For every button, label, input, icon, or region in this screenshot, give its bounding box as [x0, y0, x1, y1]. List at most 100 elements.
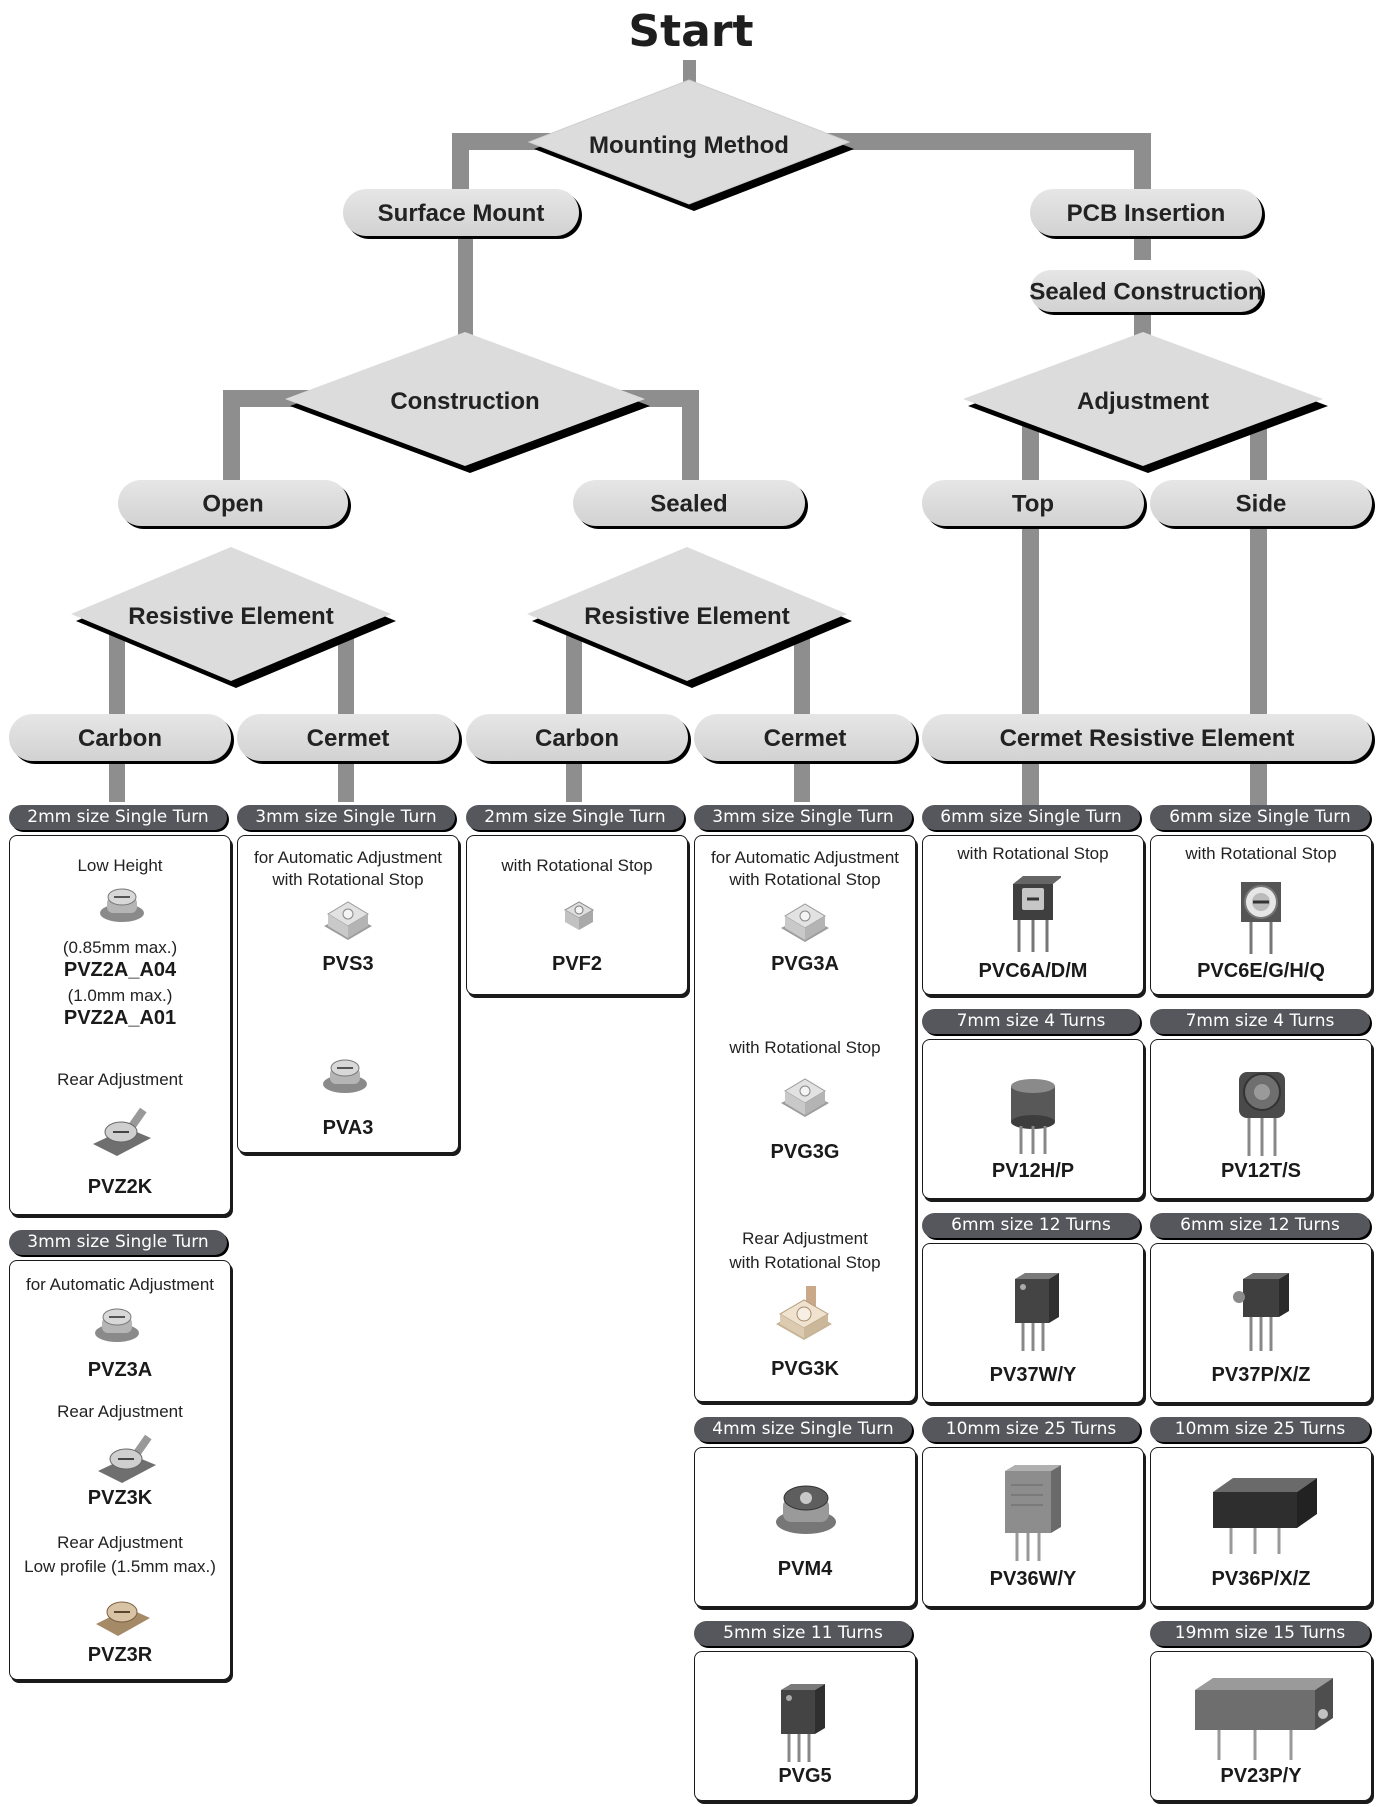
tag-3mm-single-turn: 3mm size Single Turn [9, 1230, 227, 1255]
product-box-pv12-side: PV12T/S [1150, 1039, 1372, 1199]
product-model[interactable]: PVG5 [778, 1765, 832, 1787]
product-box-pv12-top: PV12H/P [922, 1039, 1144, 1199]
product-model[interactable]: PVG3K [771, 1358, 839, 1380]
option-open-cermet[interactable]: Cermet [237, 714, 462, 764]
option-top[interactable]: Top [922, 480, 1147, 529]
product-model[interactable]: PV12T/S [1220, 1160, 1302, 1182]
option-label: Surface Mount [378, 200, 545, 227]
product-box-pvm4: PVM4 [694, 1447, 916, 1607]
smd-trimmer-icon [771, 1478, 841, 1543]
product-box-pvg3: for Automatic Adjustment with Rotational… [694, 835, 916, 1402]
option-label: Sealed [650, 491, 727, 518]
decision-resistive-open: Resistive Element [71, 547, 396, 688]
option-surface-mount[interactable]: Surface Mount [343, 189, 582, 239]
product-model[interactable]: PVG3G [770, 1141, 840, 1163]
square-multiturn-trimmer-icon [1005, 1269, 1065, 1358]
product-model[interactable]: PVC6E/G/H/Q [1197, 960, 1325, 982]
product-model[interactable]: PVZ2A_A04 [63, 959, 177, 981]
round-multiturn-trimmer-icon [1005, 1072, 1061, 1161]
product-note: with Rotational Stop [729, 1253, 881, 1272]
product-model[interactable]: PVG3A [771, 953, 839, 975]
option-cermet-resistive[interactable]: Cermet Resistive Element [922, 714, 1375, 764]
tag-10mm-25-turns: 10mm size 25 Turns [1150, 1417, 1370, 1442]
option-pcb-insertion[interactable]: PCB Insertion [1030, 189, 1265, 239]
tag-7mm-4-turns: 7mm size 4 Turns [922, 1009, 1140, 1034]
sealed-smd-trimmer-icon [777, 898, 833, 951]
start-title: Start [628, 6, 754, 57]
product-note: Rear Adjustment [57, 1533, 183, 1552]
product-note: with Rotational Stop [729, 1038, 881, 1057]
product-note: with Rotational Stop [957, 844, 1109, 863]
rectangular-trimmer-icon [997, 1463, 1069, 1568]
product-model[interactable]: PVA3 [322, 1117, 374, 1139]
option-label: PCB Insertion [1067, 200, 1226, 227]
product-model[interactable]: PVF2 [551, 953, 603, 975]
option-label: Carbon [535, 725, 619, 752]
product-model[interactable]: PVZ2A_A01 [63, 1007, 177, 1029]
product-model[interactable]: PVM4 [777, 1558, 833, 1580]
tag-2mm-single-turn: 2mm size Single Turn [9, 805, 227, 830]
product-note: for Automatic Adjustment [25, 1275, 215, 1294]
decision-construction-label: Construction [390, 388, 539, 415]
product-note: for Automatic Adjustment [253, 848, 443, 867]
product-model[interactable]: PV36P/X/Z [1211, 1568, 1311, 1590]
product-note: for Automatic Adjustment [710, 848, 900, 867]
smd-trimmer-icon [97, 883, 147, 930]
side-adjust-trimmer-icon [1233, 1062, 1291, 1163]
option-label: Cermet [764, 725, 847, 752]
decision-resistive-open-label: Resistive Element [128, 603, 333, 630]
product-model[interactable]: PV23P/Y [1220, 1765, 1302, 1787]
product-model[interactable]: PV37P/X/Z [1211, 1364, 1311, 1386]
product-note: Rear Adjustment [57, 1402, 183, 1421]
product-model[interactable]: PVZ3A [87, 1359, 153, 1381]
rear-adjust-trimmer-icon [92, 1586, 152, 1645]
tag-6mm-12-turns: 6mm size 12 Turns [922, 1213, 1140, 1238]
option-sealed-cermet[interactable]: Cermet [694, 714, 919, 764]
rectangular-trimmer-icon [1191, 1674, 1335, 1767]
decision-adjustment-label: Adjustment [1077, 388, 1209, 415]
product-box-pvz3: for Automatic Adjustment PVZ3A Rear Adju… [9, 1260, 231, 1680]
option-sealed-carbon[interactable]: Carbon [466, 714, 691, 764]
rear-adjust-trimmer-icon [87, 1104, 157, 1163]
tag-10mm-25-turns: 10mm size 25 Turns [922, 1417, 1140, 1442]
product-model[interactable]: PVZ3R [87, 1644, 153, 1666]
product-spec: (1.0mm max.) [67, 986, 173, 1005]
option-label: Top [1012, 491, 1054, 518]
option-label: Carbon [78, 725, 162, 752]
product-model[interactable]: PVC6A/D/M [978, 960, 1088, 982]
product-note: with Rotational Stop [272, 870, 424, 889]
option-label: Open [202, 491, 263, 518]
rear-adjust-trimmer-icon [92, 1431, 162, 1490]
product-model[interactable]: PV12H/P [991, 1160, 1075, 1182]
product-box-pvf2: with Rotational Stop PVF2 [466, 835, 688, 995]
option-open-carbon[interactable]: Carbon [9, 714, 234, 764]
sealed-smd-trimmer-icon [777, 1073, 833, 1126]
tag-6mm-12-turns: 6mm size 12 Turns [1150, 1213, 1370, 1238]
tag-6mm-single-turn: 6mm size Single Turn [1150, 805, 1370, 830]
square-multiturn-trimmer-icon [771, 1680, 831, 1769]
product-box-pv37-side: PV37P/X/Z [1150, 1243, 1372, 1403]
product-note: with Rotational Stop [1185, 844, 1337, 863]
decision-resistive-sealed-label: Resistive Element [584, 603, 789, 630]
product-model[interactable]: PVS3 [322, 953, 374, 975]
option-sealed[interactable]: Sealed [573, 480, 808, 529]
sealed-smd-trimmer-icon [559, 896, 599, 939]
decision-resistive-sealed: Resistive Element [527, 547, 852, 688]
decision-adjustment: Adjustment [963, 332, 1328, 473]
product-spec: (0.85mm max.) [62, 938, 178, 957]
option-sealed-construction[interactable]: Sealed Construction [1029, 270, 1265, 315]
option-label: Cermet Resistive Element [1000, 725, 1295, 752]
product-note: with Rotational Stop [501, 856, 653, 875]
product-model[interactable]: PVZ2K [87, 1176, 153, 1198]
smd-trimmer-icon [320, 1054, 370, 1101]
decision-mounting-label: Mounting Method [589, 132, 789, 159]
sealed-smd-trimmer-icon [320, 896, 376, 949]
product-box-pvc6-top: with Rotational Stop PVC6A/D/M [922, 835, 1144, 995]
option-open[interactable]: Open [118, 480, 351, 529]
product-model[interactable]: PV36W/Y [989, 1568, 1077, 1590]
product-model[interactable]: PVZ3K [87, 1487, 153, 1509]
tag-7mm-4-turns: 7mm size 4 Turns [1150, 1009, 1370, 1034]
product-model[interactable]: PV37W/Y [989, 1364, 1077, 1386]
option-side[interactable]: Side [1150, 480, 1375, 529]
